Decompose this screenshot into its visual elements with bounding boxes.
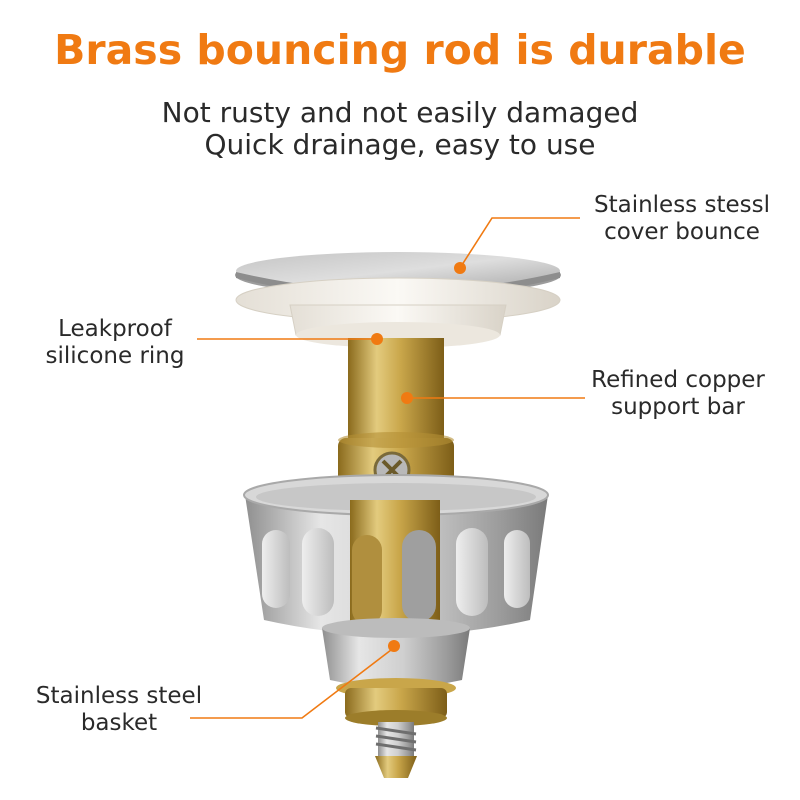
callout-basket-line2: basket	[80, 710, 158, 736]
bottom-nut	[336, 678, 456, 778]
callout-cover-line2: cover bounce	[604, 219, 760, 245]
callout-leader-basket	[190, 640, 400, 719]
callout-label-basket: Stainless steel basket	[24, 683, 214, 737]
callout-basket-line1: Stainless steel	[35, 683, 203, 709]
silicone-ring	[235, 277, 561, 348]
subtitle-line-1: Not rusty and not easily damaged	[161, 96, 639, 129]
callout-ring-line2: silicone ring	[45, 343, 185, 369]
callout-bar-line2: support bar	[611, 394, 745, 420]
callout-leader-ring	[197, 333, 383, 345]
subtitle-line-2: Quick drainage, easy to use	[204, 128, 596, 161]
callout-label-bar: Refined copper support bar	[578, 367, 778, 421]
callout-cover-line1: Stainless stessl	[593, 192, 770, 218]
callout-leader-bar	[401, 392, 585, 404]
callout-label-cover: Stainless stessl cover bounce	[582, 192, 782, 246]
callout-leader-cover	[454, 217, 580, 274]
callout-label-ring: Leakproof silicone ring	[30, 316, 200, 370]
callout-bar-line1: Refined copper	[591, 367, 765, 393]
page-title: Brass bouncing rod is durable	[54, 26, 746, 74]
callout-ring-line1: Leakproof	[58, 316, 172, 342]
steel-basket	[243, 474, 549, 688]
